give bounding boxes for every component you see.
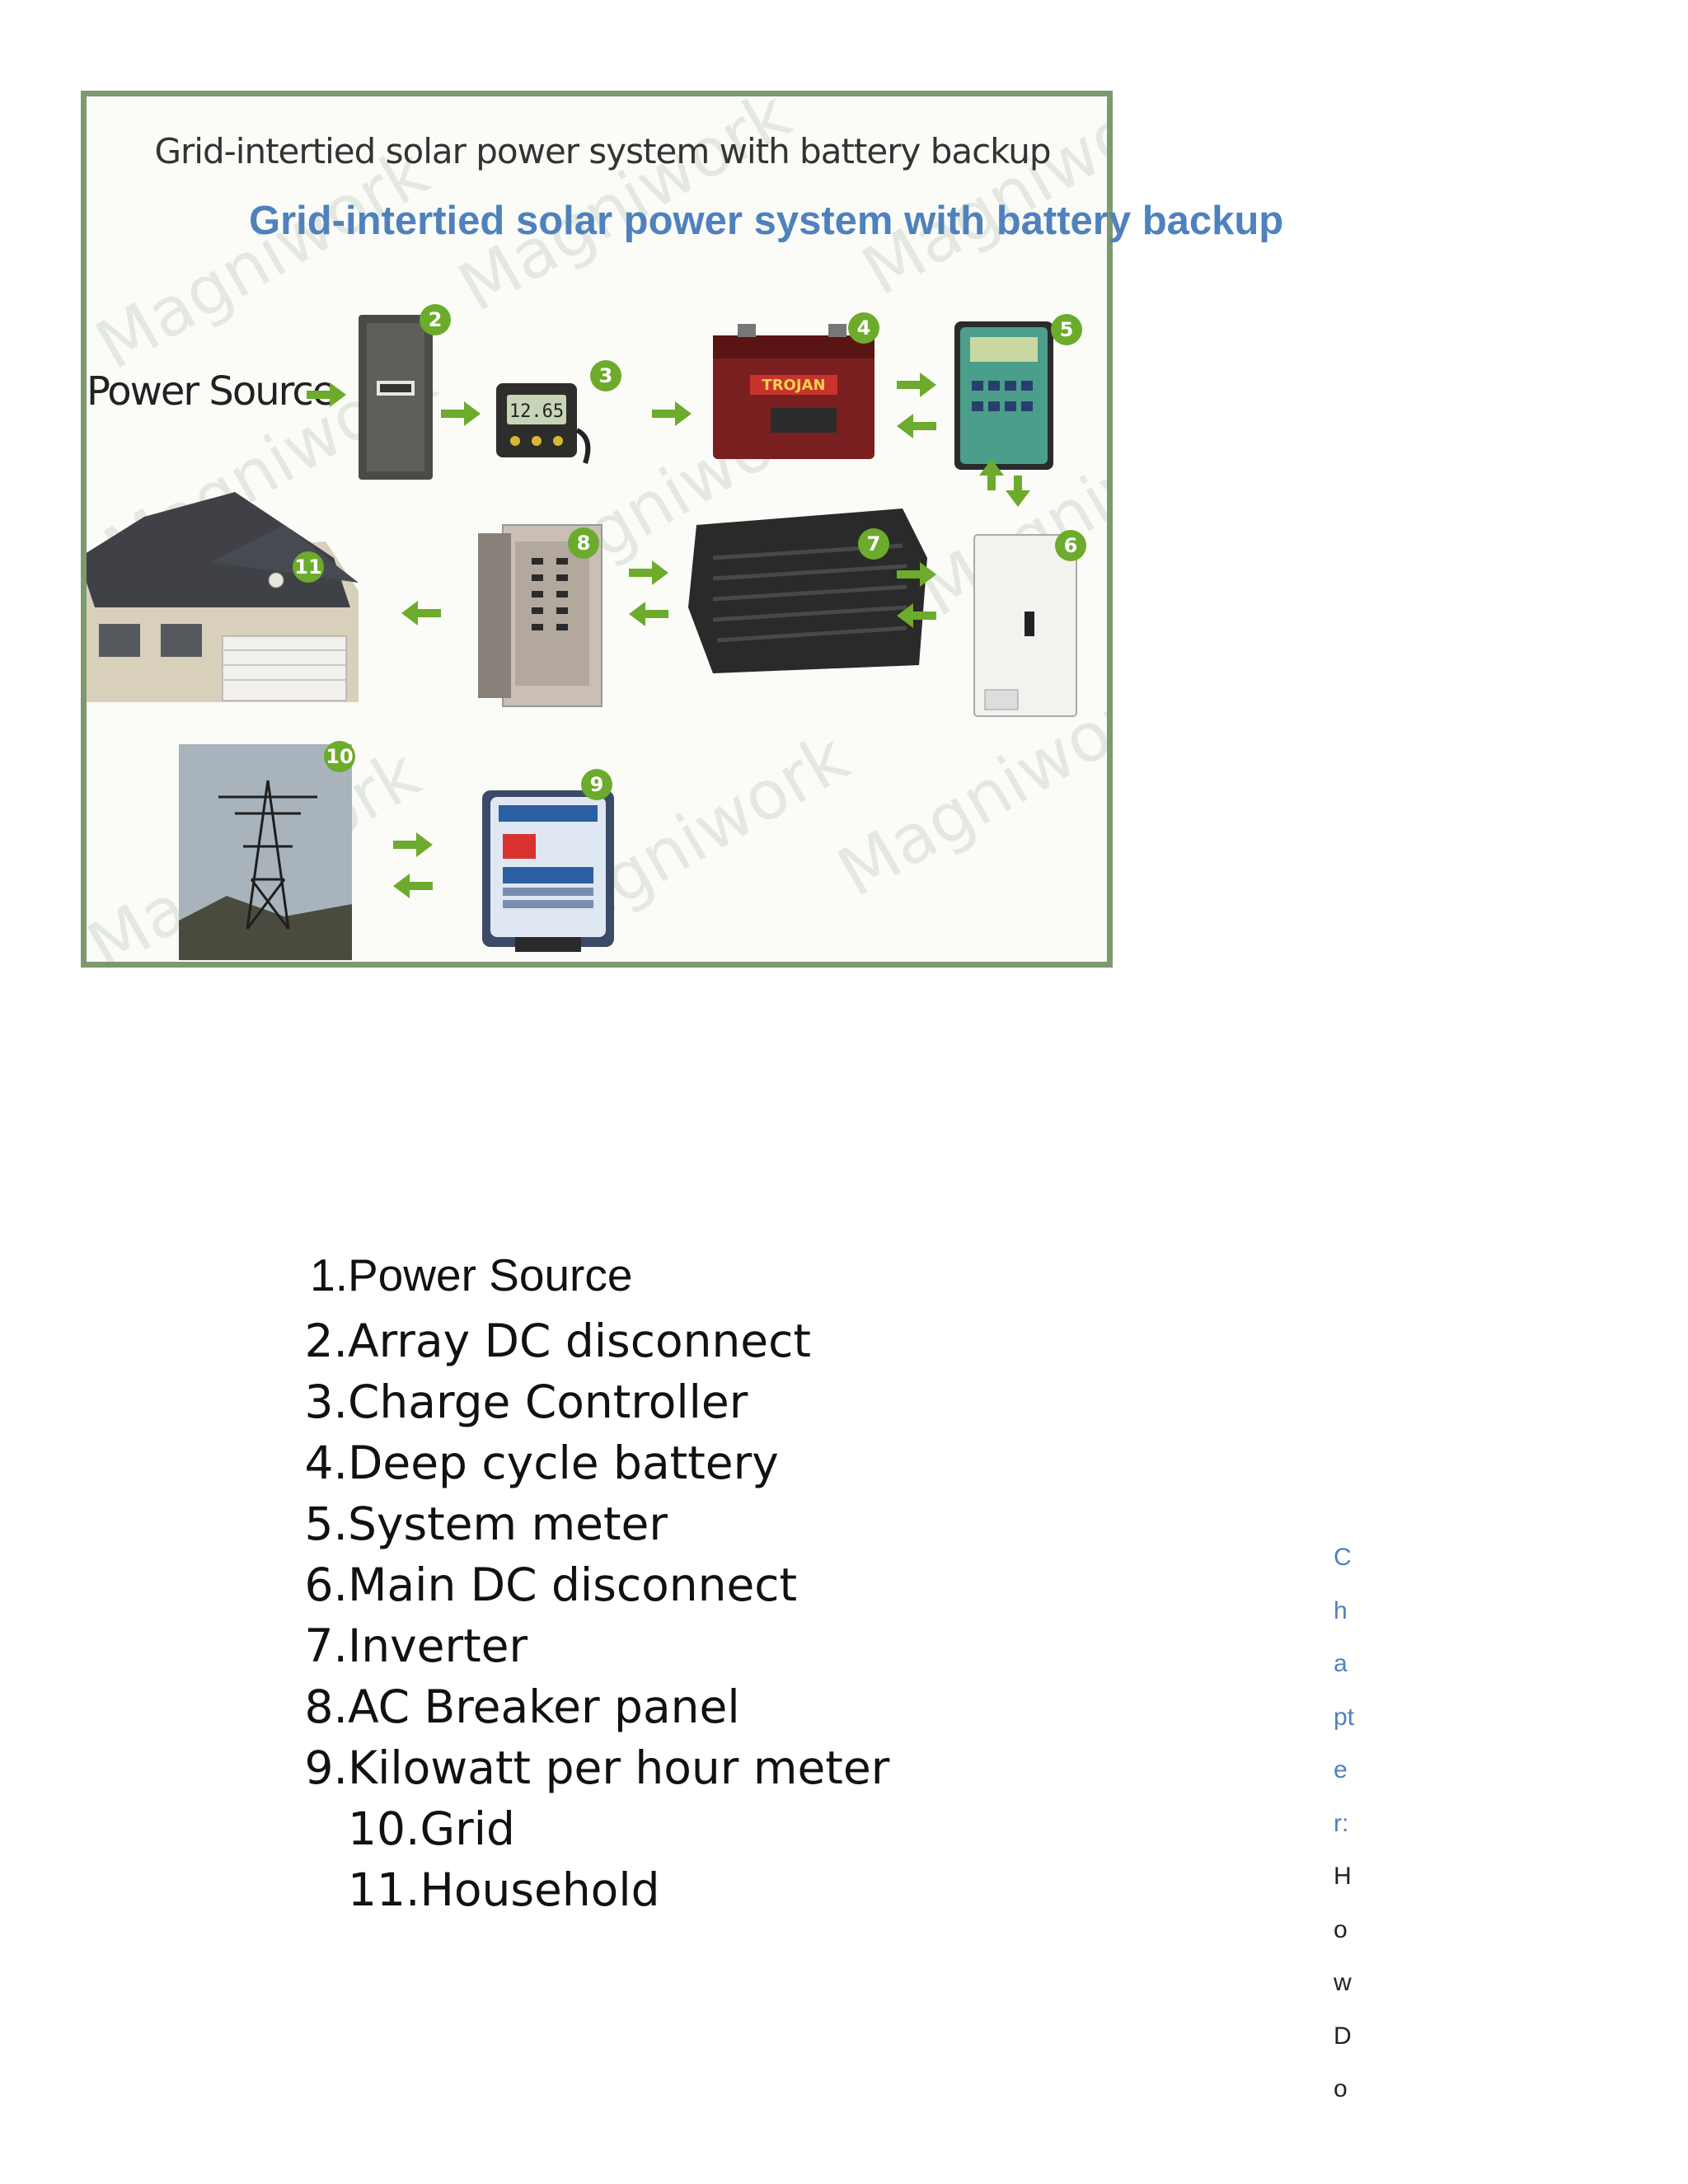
kilowatt-hour-meter-image <box>482 790 614 952</box>
list-item: 3.Charge Controller <box>304 1376 748 1428</box>
side-text-char: h <box>1334 1596 1348 1624</box>
badge-5: 5 <box>1051 314 1082 345</box>
list-item: 9.Kilowatt per hour meter <box>304 1741 890 1794</box>
grid-image <box>179 744 352 960</box>
side-text-char: D <box>1334 2022 1352 2050</box>
badge-3: 3 <box>590 360 621 391</box>
side-text-char: e <box>1334 1756 1348 1783</box>
list-item: 10.Grid <box>348 1802 515 1855</box>
side-text-char: o <box>1334 2075 1348 2102</box>
badge-2: 2 <box>420 304 451 335</box>
list-item: 7.Inverter <box>304 1619 528 1672</box>
badge-10: 10 <box>324 741 355 772</box>
charge-controller-image: 12.65 <box>496 383 591 464</box>
side-text-char: H <box>1334 1863 1352 1890</box>
system-meter-image <box>954 321 1053 470</box>
list-item: 8.AC Breaker panel <box>304 1680 740 1733</box>
side-text-char: r: <box>1334 1809 1349 1837</box>
power-source-label: Power Source <box>87 368 336 415</box>
badge-11: 11 <box>293 551 324 583</box>
badge-9: 9 <box>581 769 612 800</box>
badge-7: 7 <box>858 528 889 560</box>
inverter-image <box>688 509 927 673</box>
array-dc-disconnect-image <box>359 315 433 480</box>
list-item: 5.System meter <box>304 1497 668 1550</box>
svg-text:TROJAN: TROJAN <box>762 377 825 394</box>
side-text-char: pt <box>1334 1703 1355 1731</box>
page-title: Grid-intertied solar power system with b… <box>249 199 1284 243</box>
side-text-char: C <box>1334 1544 1352 1571</box>
badge-4: 4 <box>848 312 879 344</box>
figure-title: Grid-intertied solar power system with b… <box>154 131 1051 171</box>
list-item: 4.Deep cycle battery <box>304 1436 779 1489</box>
solar-system-diagram: Magniwork Magniwork Magniwork Magniwork … <box>81 91 1113 968</box>
deep-cycle-battery-image: TROJAN <box>713 324 874 459</box>
side-text-char: a <box>1334 1650 1348 1677</box>
component-list: 1.Power Source 2.Array DC disconnect 3.C… <box>298 1244 890 1920</box>
badge-8: 8 <box>568 527 599 559</box>
main-dc-disconnect-image <box>973 534 1077 717</box>
household-image <box>87 492 359 702</box>
list-item: 6.Main DC disconnect <box>304 1558 798 1611</box>
list-item: 11.Household <box>348 1863 660 1916</box>
svg-text:12.65: 12.65 <box>509 401 564 422</box>
side-text-char: w <box>1334 1969 1352 1996</box>
list-item: 2.Array DC disconnect <box>304 1315 811 1367</box>
badge-6: 6 <box>1055 530 1086 561</box>
side-text-char: o <box>1334 1915 1348 1943</box>
list-item: 1.Power Source <box>310 1249 633 1301</box>
